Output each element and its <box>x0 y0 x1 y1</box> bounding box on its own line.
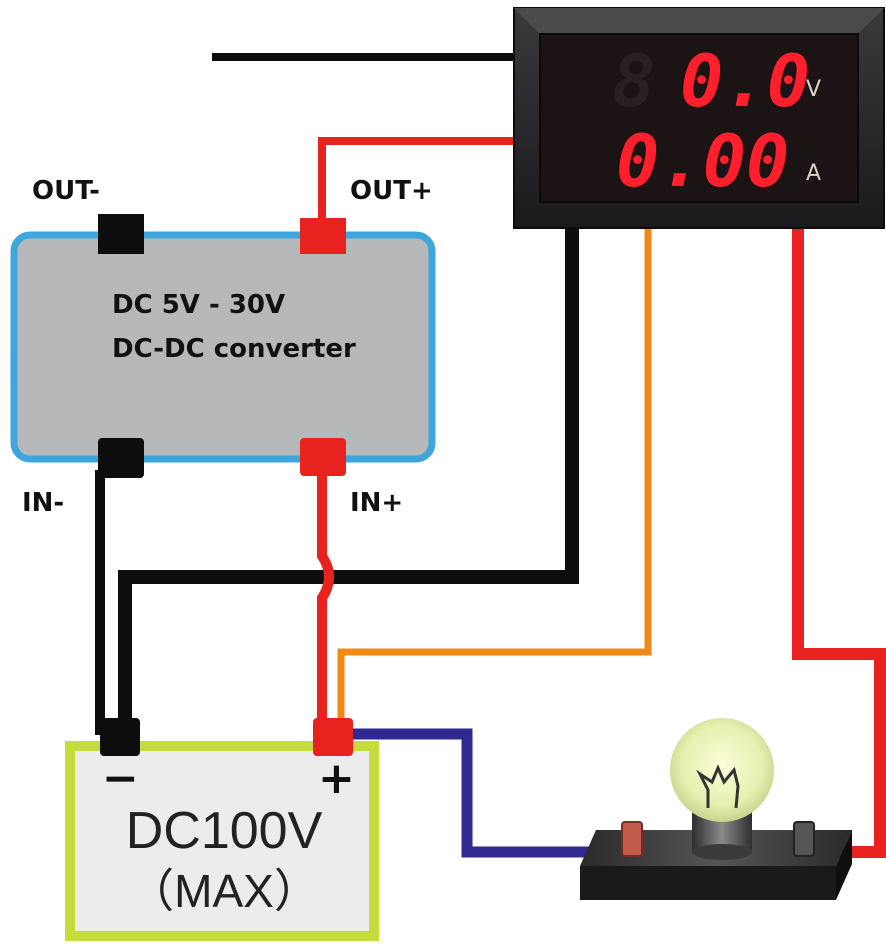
dc-source-box <box>65 741 379 941</box>
bulb-socket-rim <box>692 844 752 860</box>
out-minus-label: OUT- <box>32 176 100 206</box>
bulb-base-side <box>836 830 852 900</box>
bulb-left-post <box>621 821 643 857</box>
meter-bevel <box>514 8 884 34</box>
black-wire-meter-to-source <box>118 225 579 735</box>
red-wire-meter-to-bulb <box>792 225 886 858</box>
light-bulb <box>580 718 852 900</box>
bulb-filament <box>696 764 740 809</box>
orange-wire <box>337 225 652 728</box>
red-wire-out-plus <box>318 137 520 225</box>
in-plus-terminal <box>300 438 346 476</box>
source-plus-terminal <box>313 718 353 756</box>
converter-board <box>10 231 436 463</box>
voltage-display: 0.0 <box>680 39 810 123</box>
voltage-unit-label: V <box>806 77 821 102</box>
bulb-right-post <box>793 821 815 857</box>
converter-name: DC-DC converter <box>112 334 356 364</box>
source-plus-sign: + <box>318 753 355 804</box>
ghost-digit: 8 <box>612 39 655 123</box>
meter-screen <box>539 33 859 203</box>
source-minus-terminal <box>100 718 140 756</box>
source-minus-sign: − <box>102 753 139 804</box>
source-voltage-label: DC100V <box>126 802 323 860</box>
out-minus-terminal <box>98 214 144 254</box>
source-max-label: （MAX） <box>128 865 320 917</box>
in-minus-label: IN- <box>22 488 65 518</box>
converter-voltage-range: DC 5V - 30V <box>112 290 286 320</box>
in-plus-label: IN+ <box>350 488 404 518</box>
out-plus-label: OUT+ <box>350 176 433 206</box>
red-wire-in-plus <box>317 470 334 730</box>
current-display: 0.00 <box>616 119 789 203</box>
bulb-base-front <box>580 866 836 900</box>
in-minus-terminal <box>98 438 144 478</box>
bulb-glass <box>670 718 774 822</box>
blue-wire <box>341 728 618 858</box>
current-unit-label: A <box>806 161 821 186</box>
out-plus-terminal <box>300 218 346 254</box>
